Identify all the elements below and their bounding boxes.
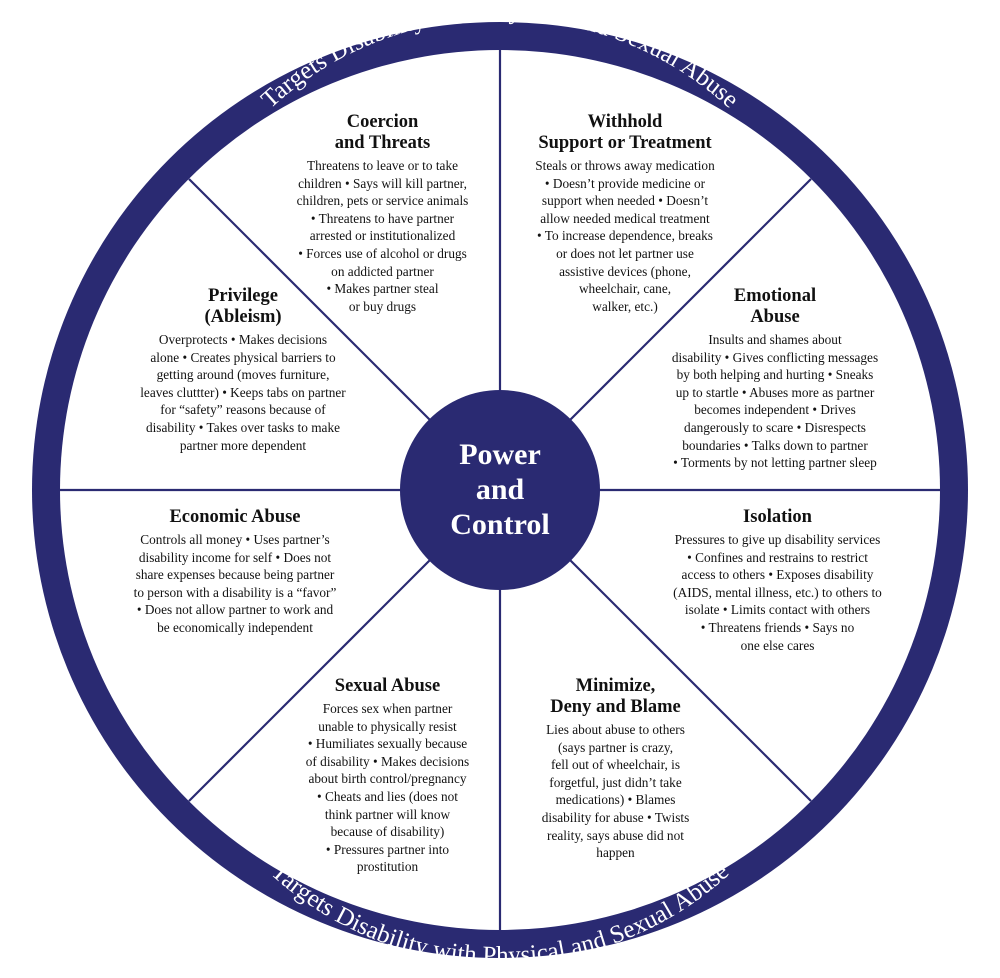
section-minimize-deny-blame: Minimize, Deny and Blame Lies about abus… <box>508 676 723 862</box>
spoke-upper-left <box>188 178 444 434</box>
section-body: Threatens to leave or to take children •… <box>296 158 469 314</box>
section-sexual-abuse: Sexual Abuse Forces sex when partner una… <box>280 676 495 876</box>
spokes <box>60 50 940 930</box>
section-body: Forces sex when partner unable to physic… <box>305 701 470 875</box>
section-title: Economic Abuse <box>169 507 301 527</box>
section-title: Privilege (Ableism) <box>204 286 282 327</box>
section-body: Lies about abuse to others (says partner… <box>541 722 690 861</box>
section-title: Isolation <box>743 507 812 527</box>
section-body: Controls all money • Uses partner’s disa… <box>133 532 337 635</box>
section-isolation: Isolation Pressures to give up disabilit… <box>640 507 915 654</box>
section-title: Withhold Support or Treatment <box>538 112 712 153</box>
spoke-lower-left <box>188 546 444 802</box>
section-title: Emotional Abuse <box>733 286 817 327</box>
section-withhold-support: Withhold Support or Treatment Steals or … <box>505 112 745 315</box>
hub-title: Power and Control <box>450 438 550 541</box>
section-economic-abuse: Economic Abuse Controls all money • Uses… <box>100 507 370 637</box>
section-coercion-and-threats: Coercion and Threats Threatens to leave … <box>270 112 495 315</box>
section-title: Coercion and Threats <box>334 112 431 153</box>
section-privilege-ableism: Privilege (Ableism) Overprotects • Makes… <box>108 286 378 454</box>
section-body: Pressures to give up disability services… <box>673 532 882 653</box>
hub-circle <box>400 390 600 590</box>
section-body: Steals or throws away medication • Doesn… <box>535 158 715 314</box>
section-title: Sexual Abuse <box>334 676 441 696</box>
spoke-upper-right <box>556 178 812 434</box>
section-body: Overprotects • Makes decisions alone • C… <box>140 332 346 453</box>
spoke-lower-right <box>556 546 812 802</box>
section-title: Minimize, Deny and Blame <box>550 676 681 717</box>
section-body: Insults and shames about disability • Gi… <box>671 332 879 471</box>
section-emotional-abuse: Emotional Abuse Insults and shames about… <box>640 286 910 472</box>
